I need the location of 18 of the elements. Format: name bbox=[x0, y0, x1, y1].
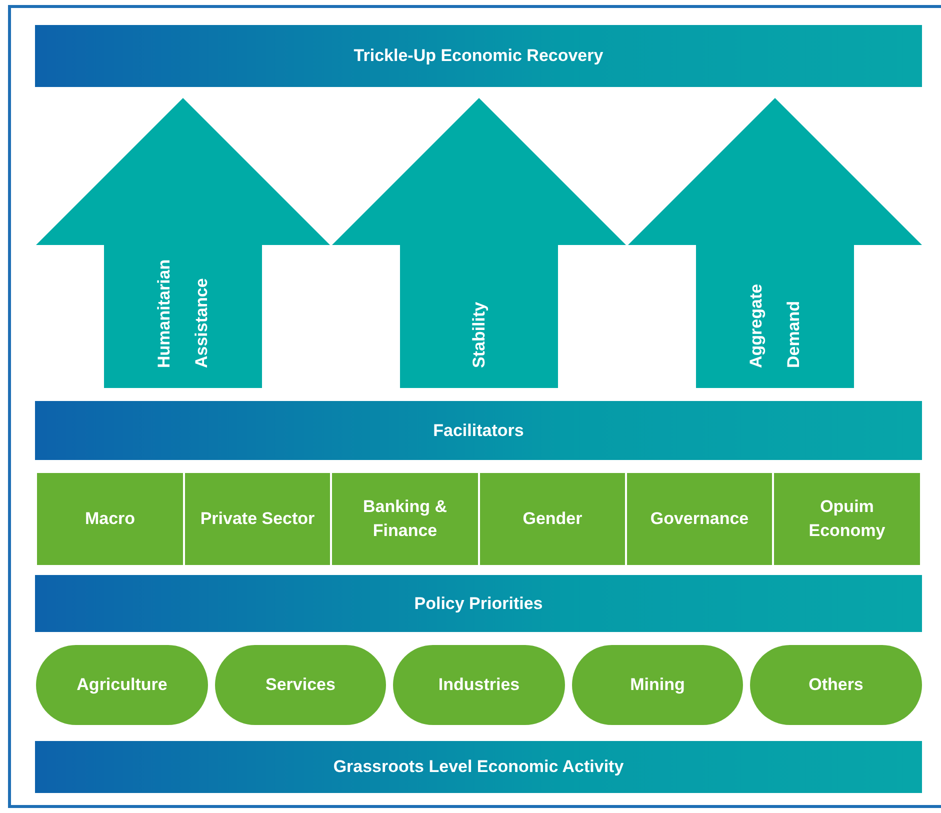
category-cell: Macro bbox=[37, 473, 183, 565]
sector-pill: Industries bbox=[393, 645, 565, 725]
sector-pill: Mining bbox=[572, 645, 743, 725]
category-cell: Private Sector bbox=[185, 473, 330, 565]
arrow-label: Aggregate Demand bbox=[746, 282, 804, 368]
category-cell: Opuim Economy bbox=[774, 473, 920, 565]
sector-pill: Agriculture bbox=[36, 645, 208, 725]
header-band: Trickle-Up Economic Recovery bbox=[35, 25, 922, 87]
header-band: Facilitators bbox=[35, 401, 922, 460]
sector-pill: Services bbox=[215, 645, 386, 725]
arrow-label: Humanitarian Assistance bbox=[154, 258, 212, 368]
category-cell: Banking & Finance bbox=[332, 473, 478, 565]
header-band: Policy Priorities bbox=[35, 575, 922, 632]
sector-pill: Others bbox=[750, 645, 922, 725]
category-cell: Governance bbox=[627, 473, 772, 565]
footer-band: Grassroots Level Economic Activity bbox=[35, 741, 922, 793]
category-cell: Gender bbox=[480, 473, 625, 565]
arrow-label: Stability bbox=[468, 302, 490, 368]
